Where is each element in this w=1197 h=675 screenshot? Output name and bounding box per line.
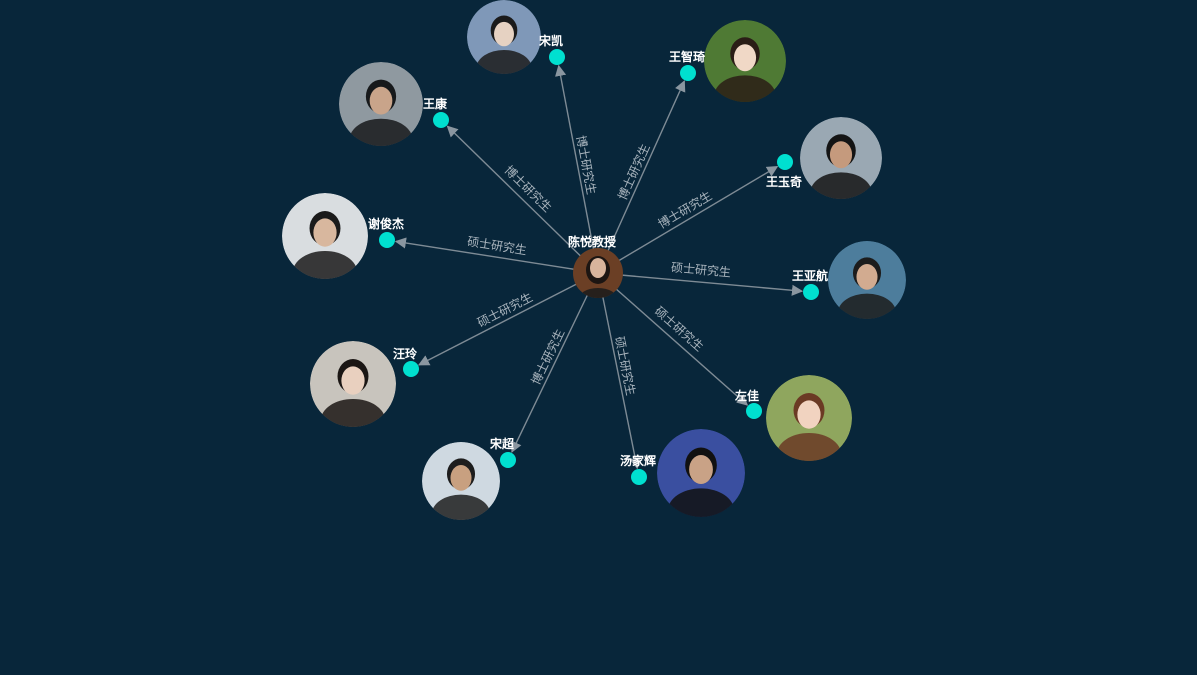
node-label: 谢俊杰 — [368, 216, 404, 231]
node-label: 汪玲 — [393, 346, 418, 361]
node-label: 宋超 — [490, 436, 515, 451]
node-dot[interactable] — [403, 361, 419, 377]
avatar-photo[interactable] — [828, 241, 906, 333]
node-dot[interactable] — [631, 469, 647, 485]
edge-line — [394, 237, 575, 270]
avatar-photo[interactable] — [310, 341, 396, 442]
edge-line — [621, 274, 804, 296]
edge-line — [511, 294, 589, 453]
avatar-photo[interactable] — [422, 442, 500, 534]
center-label: 陈悦教授 — [568, 234, 617, 249]
edge-line — [418, 283, 577, 366]
edge-line — [607, 80, 686, 252]
edge-label: 博士研究生 — [502, 162, 555, 215]
avatar-photo[interactable] — [657, 429, 745, 532]
node-dot[interactable] — [379, 232, 395, 248]
center-node[interactable]: 陈悦教授 — [568, 234, 623, 312]
edge-line — [446, 125, 582, 257]
photos-layer — [282, 0, 906, 534]
edge-label: 硕士研究生 — [670, 259, 731, 279]
node-dot[interactable] — [777, 154, 793, 170]
avatar-photo[interactable] — [339, 62, 423, 161]
node-label: 王玉奇 — [766, 174, 802, 189]
node-label: 宋凯 — [539, 33, 563, 48]
node-label: 王亚航 — [792, 268, 828, 283]
edge-line — [615, 288, 749, 406]
avatar-photo[interactable] — [282, 193, 368, 294]
dots-layer — [379, 49, 819, 485]
node-dot[interactable] — [746, 403, 762, 419]
node-label: 王智琦 — [669, 49, 705, 64]
node-dot[interactable] — [500, 452, 516, 468]
edge-line — [618, 165, 779, 262]
node-dot[interactable] — [549, 49, 565, 65]
node-dot[interactable] — [680, 65, 696, 81]
center-portrait-icon — [578, 256, 618, 298]
edge-line — [555, 64, 595, 250]
node-label: 汤家辉 — [620, 453, 656, 468]
avatar-photo[interactable] — [467, 0, 541, 87]
avatar-photo[interactable] — [704, 20, 786, 116]
avatar-photo[interactable] — [766, 375, 852, 476]
node-dot[interactable] — [433, 112, 449, 128]
node-dot[interactable] — [803, 284, 819, 300]
avatar-photo[interactable] — [800, 117, 882, 213]
node-label: 王康 — [423, 96, 448, 111]
node-label: 左佳 — [734, 388, 759, 403]
edge-line — [602, 296, 641, 470]
